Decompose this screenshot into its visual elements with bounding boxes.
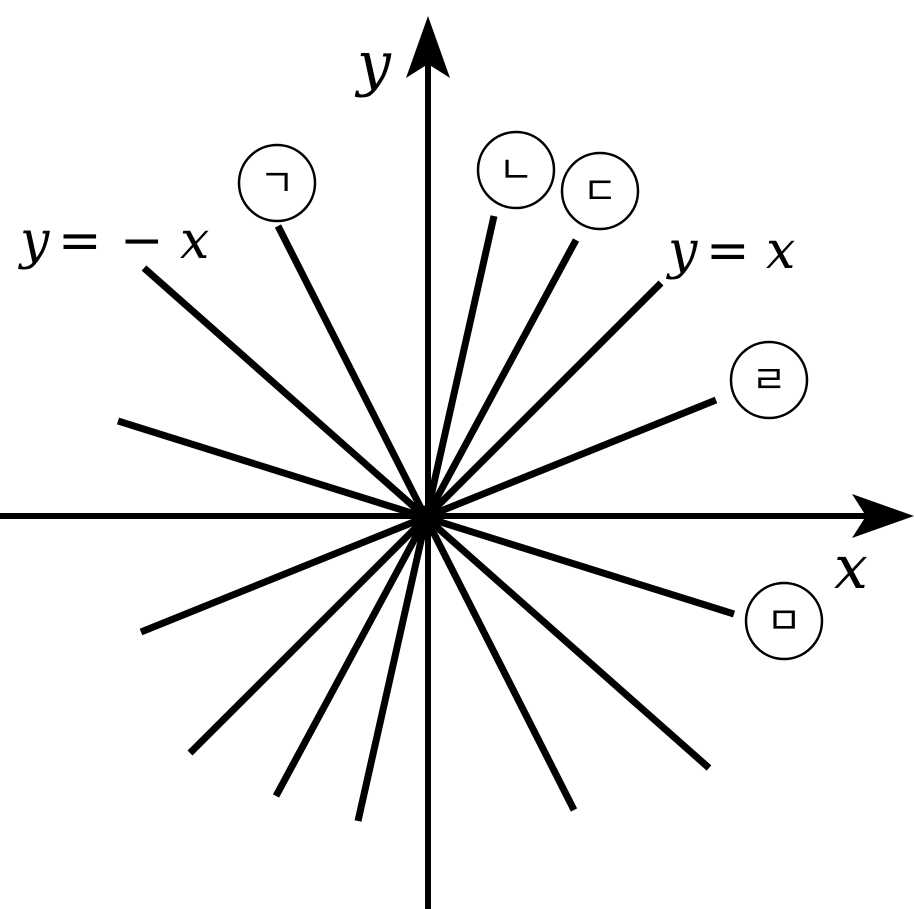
- choice-nieun-label: ㄴ: [499, 148, 534, 192]
- choice-rieul-circle: [729, 340, 809, 420]
- origin-point: [417, 505, 439, 527]
- choice-nieun: ㄴ: [476, 130, 556, 210]
- pos-diag-equals: =: [706, 221, 750, 281]
- x-axis-arrowhead: [852, 494, 914, 538]
- choice-mieum-circle: [744, 581, 824, 661]
- choice-digeut: ㄷ: [560, 151, 640, 231]
- label-y-equals-x: y = x: [666, 221, 795, 281]
- choice-digeut-label: ㄷ: [583, 169, 618, 213]
- choice-giyeok-label: ㄱ: [260, 161, 295, 205]
- neg-diag-rhs: x: [180, 211, 209, 271]
- choice-mieum: ㅁ: [744, 581, 824, 661]
- choice-digeut-circle: [560, 151, 640, 231]
- choice-mieum-label: ㅁ: [767, 599, 802, 643]
- y-axis-arrowhead: [406, 16, 450, 78]
- pos-diag-rhs: x: [766, 221, 795, 281]
- choice-giyeok-circle: [237, 143, 317, 223]
- label-y-equals-neg-x: y = − x: [18, 211, 209, 271]
- x-axis-label: x: [834, 533, 868, 603]
- choice-giyeok: ㄱ: [237, 143, 317, 223]
- choice-nieun-circle: [476, 130, 556, 210]
- choice-rieul: ㄹ: [729, 340, 809, 420]
- neg-diag-equals: =: [58, 211, 102, 271]
- axes: [0, 16, 914, 909]
- neg-diag-lhs: y: [18, 211, 50, 271]
- neg-diag-minus: −: [120, 211, 164, 271]
- y-axis-label: y: [354, 29, 392, 99]
- pos-diag-lhs: y: [666, 221, 698, 281]
- choice-rieul-label: ㄹ: [752, 358, 787, 402]
